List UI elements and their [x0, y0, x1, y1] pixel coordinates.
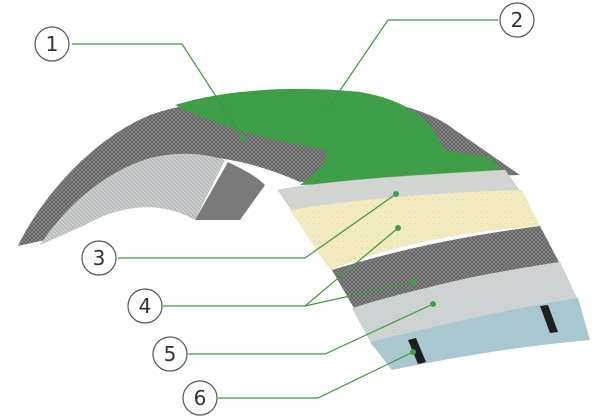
callout-6-label: 6 [194, 386, 207, 410]
callout-2: 2 [499, 2, 535, 38]
leader-line-6 [218, 351, 414, 399]
callout-3-label: 3 [93, 246, 106, 270]
callout-4-label: 4 [139, 294, 152, 318]
callout-3: 3 [81, 240, 117, 276]
leader-line-5 [188, 303, 434, 355]
callout-5-label: 5 [164, 342, 177, 366]
leader-dot-1 [240, 135, 246, 141]
leader-line-1 [72, 43, 244, 139]
leader-dot-5 [430, 301, 436, 307]
base-layer [370, 298, 590, 370]
leader-dot-3 [393, 191, 399, 197]
leader-dot-4a [395, 225, 401, 231]
callout-2-label: 2 [511, 8, 524, 32]
carcass-arch-edge [195, 162, 265, 220]
leader-line-2 [323, 19, 498, 115]
leader-dot-2 [321, 111, 327, 117]
leader-dot-6 [410, 349, 416, 355]
callout-1-label: 1 [46, 32, 59, 56]
callout-5: 5 [152, 336, 188, 372]
callout-4: 4 [127, 288, 163, 324]
callout-1: 1 [34, 26, 70, 62]
light-weave-layer [352, 262, 578, 345]
leader-dot-4b [410, 279, 416, 285]
leader-line-3 [118, 193, 397, 259]
green-membrane-layer [175, 88, 505, 185]
leader-line-4b [304, 281, 414, 307]
fixing-strip-left [408, 338, 426, 364]
callout-6: 6 [182, 380, 218, 416]
fixing-strip-right [540, 305, 558, 333]
foam-layer [290, 190, 540, 270]
dark-weave-layer [332, 226, 560, 310]
carcass-arch-inner [40, 153, 225, 245]
